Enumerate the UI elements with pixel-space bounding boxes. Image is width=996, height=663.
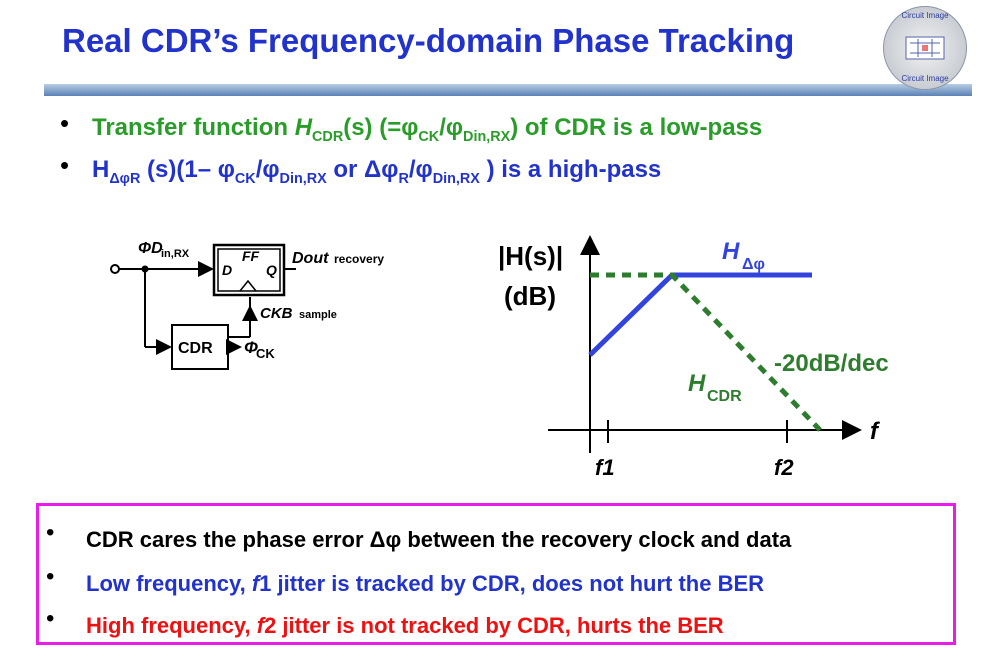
b2-sub5: Din,RX [432, 170, 480, 187]
b2-sub1: ΔφR [109, 170, 141, 187]
ckb-label: CKB [260, 305, 293, 322]
f2-label: f2 [774, 455, 794, 480]
frequency-response-graph: |H(s)| (dB) f f1 f2 H Δφ H CDR -20dB/dec [498, 235, 889, 480]
phi-din-sub: in,RX [161, 248, 190, 260]
b1-sub-din: Din,RX [463, 128, 511, 145]
b2-mid1: (s)(1– φ [140, 156, 235, 183]
bullet-dot: • [46, 519, 55, 546]
summary-3-text-b: 2 jitter is not tracked by CDR, hurts th… [264, 613, 724, 638]
h-dphi-label: H [722, 238, 740, 265]
b2-sub4: R [398, 170, 409, 187]
ff-q-label: Q [266, 262, 277, 278]
summary-1-text: CDR cares the phase error Δφ between the… [86, 527, 792, 552]
h-dphi-curve [588, 272, 812, 357]
phi-ck-label: Φ [244, 338, 258, 357]
slope-label: -20dB/dec [774, 350, 889, 377]
b2-mid2: /φ [255, 156, 280, 183]
slide-title: Real CDR’s Frequency-domain Phase Tracki… [62, 22, 795, 59]
summary-3-text-a: High frequency, [86, 613, 257, 638]
b1-post: ) of CDR is a low-pass [510, 114, 763, 141]
ff-label: FF [242, 248, 260, 264]
summary-2-text-a: Low frequency, [86, 571, 252, 596]
bullet-dot: • [60, 108, 70, 138]
logo-circuit-icon [905, 36, 945, 60]
title-underline-bar [44, 84, 972, 96]
phi-ck-sub: CK [256, 346, 275, 361]
x-label-f: f [870, 418, 880, 445]
b1-pre: Transfer function [92, 114, 295, 141]
b1-mid2: /φ [439, 114, 464, 141]
dout-sub: recovery [334, 252, 384, 266]
b2-mid3: or Δφ [326, 156, 399, 183]
bullet-high-pass: HΔφR (s)(1– φCK/φDin,RX or ΔφR/φDin,RX )… [92, 156, 661, 187]
h-dphi-sub: Δφ [742, 256, 765, 273]
logo-text-top: Circuit Image [901, 11, 949, 20]
y-label-db: (dB) [504, 281, 556, 311]
b1-mid1: (s) (=φ [343, 114, 419, 141]
b2-pre: H [92, 156, 110, 183]
summary-2-text-b: 1 jitter is tracked by CDR, does not hur… [259, 571, 765, 596]
input-node [110, 264, 120, 274]
h-cdr-label: H [688, 370, 706, 397]
phi-din-label: ΦD [138, 240, 163, 257]
b2-mid4: /φ [408, 156, 433, 183]
h-cdr-sub: CDR [707, 388, 742, 405]
cdr-label: CDR [178, 340, 213, 357]
bullet-dot: • [46, 605, 55, 632]
ff-d-label: D [222, 262, 232, 278]
h-cdr-curve [590, 272, 822, 432]
b2-post: ) is a high-pass [479, 156, 662, 183]
logo-text-bottom: Circuit Image [901, 74, 949, 83]
circuit-image-logo: Circuit Image Circuit Image [883, 6, 967, 90]
summary-3-italic: f [256, 613, 265, 638]
summary-2-italic: f [251, 571, 260, 596]
summary-line-3: High frequency, f2 jitter is not tracked… [86, 613, 724, 639]
f1-label: f1 [595, 455, 615, 480]
bullet-transfer-function: Transfer function HCDR(s) (=φCK/φDin,RX)… [92, 114, 762, 145]
ckb-sub: sample [299, 309, 337, 321]
summary-line-2: Low frequency, f1 jitter is tracked by C… [86, 571, 764, 597]
dout-label: Dout [292, 250, 329, 267]
cdr-block-diagram: ΦD in,RX FF D Q Dout recovery CKB sample… [110, 240, 384, 370]
b1-sub-ck: CK [418, 128, 440, 145]
b2-sub3: Din,RX [279, 170, 327, 187]
y-label-magnitude: |H(s)| [498, 241, 563, 271]
b2-sub2: CK [234, 170, 256, 187]
summary-line-1: CDR cares the phase error Δφ between the… [86, 527, 791, 553]
summary-box [36, 503, 956, 645]
b1-h: H [294, 114, 313, 141]
bullet-dot: • [60, 150, 70, 180]
bullet-dot: • [46, 563, 55, 590]
b1-sub-cdr: CDR [312, 128, 344, 145]
